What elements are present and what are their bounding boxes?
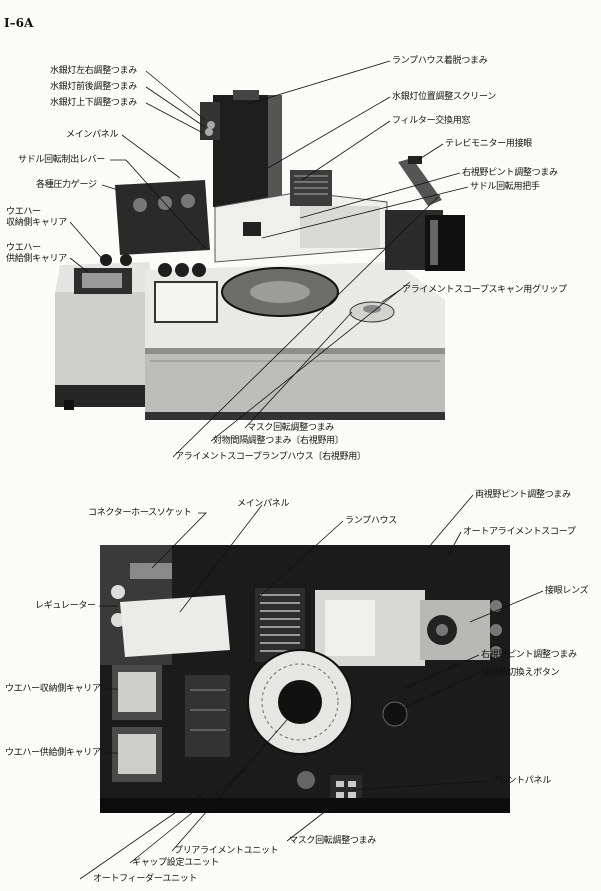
label-line: ウエハー [6, 207, 41, 217]
label-main-panel-bottom: メインパネル [237, 499, 290, 509]
label-wafer-receive-carrier-bottom: ウエハー収納側キャリア [5, 684, 101, 694]
label-saddle-rotation-handle: サドル回転用把手 [470, 182, 540, 192]
label-mercury-lamp-position-screen: 水銀灯位置調整スクリーン [392, 92, 496, 102]
label-line: 収納側キャリア [6, 218, 67, 228]
label-mercury-lamp-lr-knob: 水銀灯左右調整つまみ [50, 66, 138, 76]
label-right-field-focus-knob: 右視野ピント調整つまみ [462, 168, 558, 178]
label-wafer-supply-carrier: ウエハー 供給側キャリア [6, 243, 67, 265]
leader-lines [69, 60, 544, 880]
label-mask-rotation-knob-bottom: マスク回転調整つまみ [289, 836, 377, 846]
label-gap-setting-unit: ギャップ設定ユニット [132, 858, 220, 868]
label-both-field-focus-knob: 両視野ピント調整つまみ [475, 490, 571, 500]
label-pre-alignment-unit: プリアライメントユニット [174, 846, 279, 856]
label-objective-spacing-knob: 対物間隔調整つまみ〔右視野用〕 [213, 436, 344, 446]
label-mercury-lamp-fb-knob: 水銀灯前後調整つまみ [50, 82, 138, 92]
label-lamphouse: ランプハウス [345, 516, 397, 526]
label-main-panel: メインパネル [66, 130, 119, 140]
label-line: ウエハー [6, 243, 41, 253]
label-auto-feeder-unit: オートフィーダーユニット [93, 874, 198, 884]
label-wafer-supply-carrier-bottom: ウエハー供給側キャリア [5, 748, 101, 758]
label-eyepiece-lens: 接眼レンズ [545, 586, 589, 596]
page-label: I–6A [4, 16, 34, 30]
label-wafer-receive-carrier: ウエハー 収納側キャリア [6, 207, 67, 229]
label-front-panel: フロントパネル [490, 776, 551, 786]
label-filter-window: フィルター交換用窓 [392, 116, 471, 126]
label-tv-monitor-eyepiece: テレビモニター用接眼 [445, 139, 533, 149]
label-mercury-lamp-ud-knob: 水銀灯上下調整つまみ [50, 98, 138, 108]
label-line: 供給側キャリア [6, 254, 67, 264]
label-lamphouse-detach-knob: ランプハウス着脱つまみ [392, 56, 488, 66]
label-mask-rotation-knob: マスク回転調整つまみ [247, 423, 335, 433]
top-machine-photo [55, 90, 465, 420]
label-connector-hose-socket: コネクターホースソケット [88, 508, 192, 518]
label-saddle-index-lever: サドル回転制出レバー [18, 155, 106, 165]
label-pressure-gauges: 各種圧力ゲージ [36, 180, 97, 190]
label-regulator: レギュレーター [35, 601, 96, 611]
label-auto-alignment-scope: オートアライメントスコープ [463, 527, 576, 537]
label-right-field-focus-knob-bottom: 右視野ピント調整つまみ [481, 650, 577, 660]
label-scope-lamphouse: アライメントスコープランプハウス〔右視野用〕 [175, 452, 366, 462]
label-fine-coarse-switch: 微粗動切換えボタン [481, 668, 560, 678]
label-scope-scan-grip: アライメントスコープスキャン用グリップ [402, 285, 567, 295]
bottom-machine-photo [100, 545, 510, 813]
